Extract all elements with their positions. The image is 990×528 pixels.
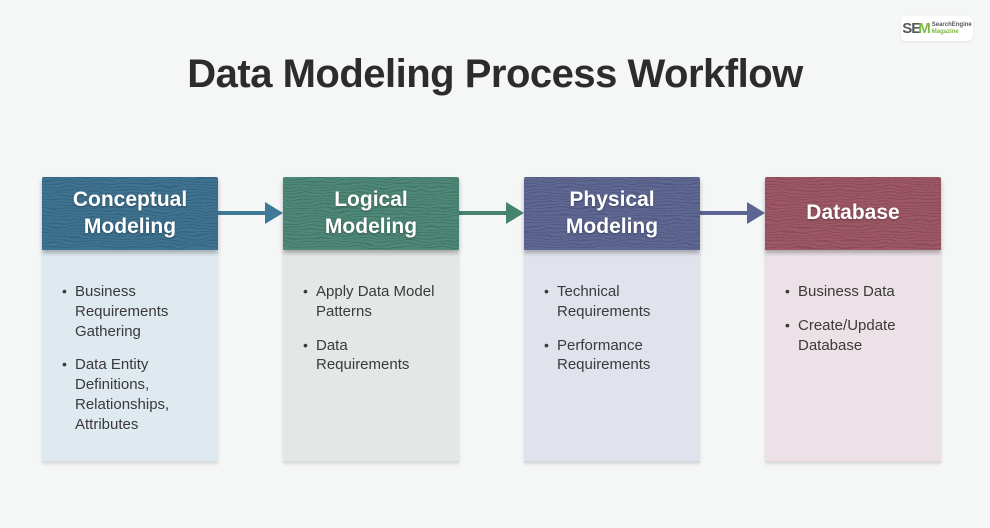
bullet-icon: •: [62, 283, 67, 299]
stage-title-line: Modeling: [83, 214, 177, 238]
stage-title: Database: [806, 200, 899, 226]
list-item-text: Business Requirements Gathering: [75, 283, 169, 340]
list-item: • Business Data: [785, 282, 927, 302]
sem-logo: SEM SearchEngine Magazine: [901, 16, 973, 41]
list-item: • Apply Data Model Patterns: [303, 282, 445, 322]
bullet-icon: •: [303, 283, 308, 299]
sem-logo-tagline: SearchEngine Magazine: [932, 22, 972, 35]
list-item: • Data Entity Definitions, Relationships,…: [62, 355, 204, 434]
stage-column-database: Database • Business Data • Create/Update Dat…: [765, 177, 941, 462]
bullet-icon: •: [62, 356, 67, 373]
page-title: Data Modeling Process Workflow: [187, 52, 803, 96]
flow-arrow-icon: [459, 202, 524, 224]
bullet-icon: •: [785, 316, 790, 333]
logo-line2: Magazine: [931, 28, 959, 35]
stage-item-list: • Technical Requirements • Performance Requ…: [544, 282, 686, 375]
wavy-texture-overlay: [283, 177, 459, 248]
flow-arrow-icon: [700, 202, 765, 224]
stage-item-list: • Business Data • Create/Update Database: [785, 282, 927, 355]
list-item: • Performance Requirements: [544, 336, 686, 376]
list-item: • Create/Update Database: [785, 316, 927, 356]
stage-title-line: Database: [806, 201, 900, 225]
bullet-icon: •: [544, 283, 549, 299]
flow-arrow-icon: [218, 202, 283, 224]
stage-item-list: • Apply Data Model Patterns • Data Requirem…: [303, 282, 445, 375]
list-item: • Business Requirements Gathering: [62, 282, 204, 341]
stage-body: • Business Requirements Gathering • Data En…: [42, 250, 218, 462]
stage-header: Database: [765, 177, 941, 250]
list-item-text: Create/Update Database: [798, 316, 896, 354]
stage-title-line: Modeling: [324, 214, 418, 238]
list-item-text: Technical Requirements: [557, 283, 651, 320]
stage-title-line: Physical: [569, 188, 655, 212]
list-item-text: Data Requirements: [316, 336, 410, 374]
stage-title-line: Modeling: [565, 214, 659, 238]
list-item: • Technical Requirements: [544, 282, 686, 322]
wavy-texture-overlay: [524, 177, 700, 248]
list-item-text: Business Data: [798, 283, 895, 300]
bullet-icon: •: [785, 283, 790, 299]
logo-line1: SearchEngine: [931, 22, 972, 29]
wavy-texture-overlay: [765, 177, 941, 248]
wavy-texture-overlay: [42, 177, 218, 248]
stage-body: • Technical Requirements • Performance Requ…: [524, 250, 700, 462]
stage-body: • Business Data • Create/Update Database: [765, 250, 941, 462]
bullet-icon: •: [544, 336, 549, 353]
list-item-text: Apply Data Model Patterns: [316, 283, 435, 320]
logo-m: M: [918, 20, 930, 37]
stage-item-list: • Business Requirements Gathering • Data En…: [62, 282, 204, 435]
bullet-icon: •: [303, 336, 308, 353]
list-item-text: Performance Requirements: [557, 336, 651, 374]
stage-title-line: Conceptual: [72, 188, 188, 212]
stage-body: • Apply Data Model Patterns • Data Requirem…: [283, 250, 459, 462]
list-item-text: Data Entity Definitions, Relationships, …: [75, 356, 170, 433]
list-item: • Data Requirements: [303, 336, 445, 376]
stage-title-line: Logical: [334, 188, 408, 212]
logo-se: SE: [902, 20, 921, 37]
sem-logo-text: SEM: [902, 21, 930, 36]
